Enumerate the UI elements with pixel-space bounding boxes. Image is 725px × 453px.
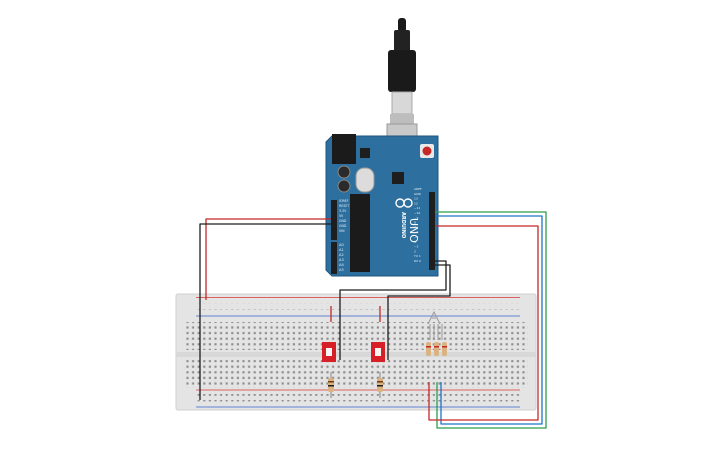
analog-pin-label: A2 [339, 253, 344, 257]
wire-red-5v[interactable] [205, 218, 331, 300]
wire-blue[interactable] [435, 215, 543, 425]
slide-switch-1[interactable] [322, 342, 336, 362]
analog-pin-label: A5 [339, 268, 344, 272]
digital-pin-label: TX 1 [413, 254, 421, 258]
digital-pin-label: ~3 [414, 245, 419, 249]
resistor-3 [426, 342, 431, 356]
slide-switch-2[interactable] [371, 342, 385, 362]
digital-pin-label: 12 [414, 201, 418, 205]
digital-pin-label: GND [414, 192, 422, 196]
brand-label: ARDUINO [400, 212, 406, 238]
arduino-uno-board[interactable]: ARDUINO UNO IOREF RESET 3.3V 5V GND GND … [325, 134, 439, 277]
digital-pin-label: AREF [414, 187, 422, 191]
digital-pin-label: 4 [414, 240, 416, 244]
capacitor-icon [337, 179, 351, 193]
digital-pin-label: ~9 [414, 216, 419, 220]
analog-pin-label: A3 [339, 258, 344, 262]
resistor-2 [377, 372, 383, 398]
wire-black-switch-2[interactable] [387, 264, 451, 360]
power-pin-label: RESET [339, 204, 349, 208]
power-pin-label: GND [339, 224, 347, 228]
digital-pin-label: 13 [414, 197, 418, 201]
model-label: UNO [407, 218, 420, 243]
digital-pin-label: 7 [414, 225, 416, 229]
resistor-4 [434, 342, 439, 356]
wire-green[interactable] [435, 211, 547, 429]
digital-pin-label: 8 [414, 221, 416, 225]
capacitor-icon [337, 165, 351, 179]
digital-pin-label: ~10 [414, 211, 420, 215]
power-pin-label: IOREF [339, 199, 349, 203]
digital-pin-label: RX 0 [414, 259, 421, 263]
power-pin-label: 3.3V [339, 209, 347, 213]
power-pin-label: GND [339, 219, 347, 223]
resistor-5 [442, 342, 447, 356]
digital-pin-label: 2 [414, 249, 416, 253]
wire-black-switch-1[interactable] [339, 260, 447, 360]
breadboard [175, 293, 537, 411]
resistor-1 [328, 372, 334, 398]
wire-black-gnd[interactable] [199, 223, 331, 400]
rgb-led-icon [427, 310, 443, 340]
wire-red-rgb[interactable] [428, 225, 539, 421]
microcontroller-chip [350, 194, 370, 272]
analog-pin-label: A4 [339, 263, 344, 267]
power-pin-label: VIN [339, 229, 345, 233]
digital-pin-label: ~6 [414, 230, 419, 234]
power-pin-label: 5V [339, 214, 344, 218]
power-jack-icon [332, 134, 356, 164]
analog-pin-label: A1 [339, 248, 344, 252]
analog-pin-label: A0 [339, 243, 344, 247]
digital-pin-label: ~5 [414, 235, 419, 239]
digital-pin-label: ~11 [414, 206, 420, 210]
